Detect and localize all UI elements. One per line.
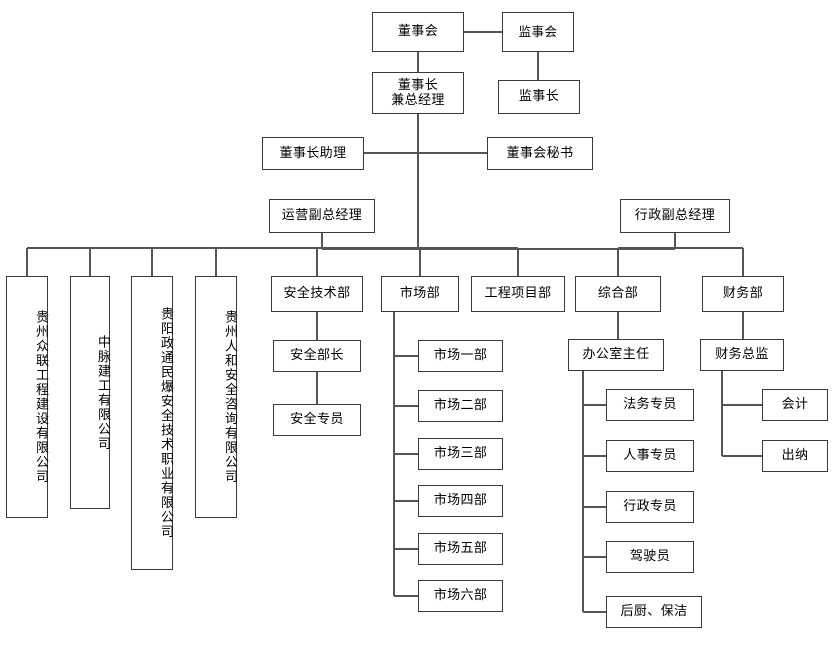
node-supervisory-board[interactable]: 监事会	[502, 12, 574, 52]
node-vp-operations[interactable]: 运营副总经理	[269, 199, 375, 233]
node-administrative-officer[interactable]: 行政专员	[606, 491, 694, 523]
node-market-division-3[interactable]: 市场三部	[418, 438, 503, 470]
node-subsidiary-zhengtong[interactable]: 贵阳政通民爆安全技术职业有限公司	[131, 276, 173, 570]
node-market-division-1[interactable]: 市场一部	[418, 340, 503, 372]
node-legal-officer[interactable]: 法务专员	[606, 389, 694, 421]
node-chairman-assistant[interactable]: 董事长助理	[262, 137, 364, 170]
node-market-division-5[interactable]: 市场五部	[418, 533, 503, 565]
node-dept-safety-technology[interactable]: 安全技术部	[271, 276, 363, 312]
node-vp-administration[interactable]: 行政副总经理	[620, 199, 730, 233]
node-chairman-general-manager[interactable]: 董事长 兼总经理	[372, 72, 464, 114]
node-dept-finance[interactable]: 财务部	[702, 276, 784, 312]
node-cashier[interactable]: 出纳	[762, 440, 828, 472]
node-subsidiary-renhe[interactable]: 贵州人和安全咨询有限公司	[195, 276, 237, 518]
node-market-division-2[interactable]: 市场二部	[418, 390, 503, 422]
node-accountant[interactable]: 会计	[762, 389, 828, 421]
node-dept-market[interactable]: 市场部	[381, 276, 459, 312]
node-dept-general-affairs[interactable]: 综合部	[575, 276, 661, 312]
node-finance-director[interactable]: 财务总监	[700, 339, 784, 371]
node-board-secretary[interactable]: 董事会秘书	[487, 137, 593, 170]
node-hr-officer[interactable]: 人事专员	[606, 440, 694, 472]
node-safety-department-head[interactable]: 安全部长	[273, 340, 361, 372]
node-market-division-6[interactable]: 市场六部	[418, 580, 503, 612]
node-driver[interactable]: 驾驶员	[606, 541, 694, 573]
node-safety-officer[interactable]: 安全专员	[273, 404, 361, 436]
node-office-director[interactable]: 办公室主任	[568, 339, 664, 371]
node-kitchen-and-cleaning[interactable]: 后厨、保洁	[606, 596, 702, 628]
node-board-of-directors[interactable]: 董事会	[372, 12, 464, 52]
node-subsidiary-zhonglian[interactable]: 贵州众联工程建设有限公司	[6, 276, 48, 518]
node-market-division-4[interactable]: 市场四部	[418, 485, 503, 517]
node-dept-engineering-project[interactable]: 工程项目部	[471, 276, 565, 312]
node-subsidiary-zhongmai[interactable]: 中脉建工有限公司	[70, 276, 110, 509]
node-chief-supervisor[interactable]: 监事长	[498, 80, 580, 114]
